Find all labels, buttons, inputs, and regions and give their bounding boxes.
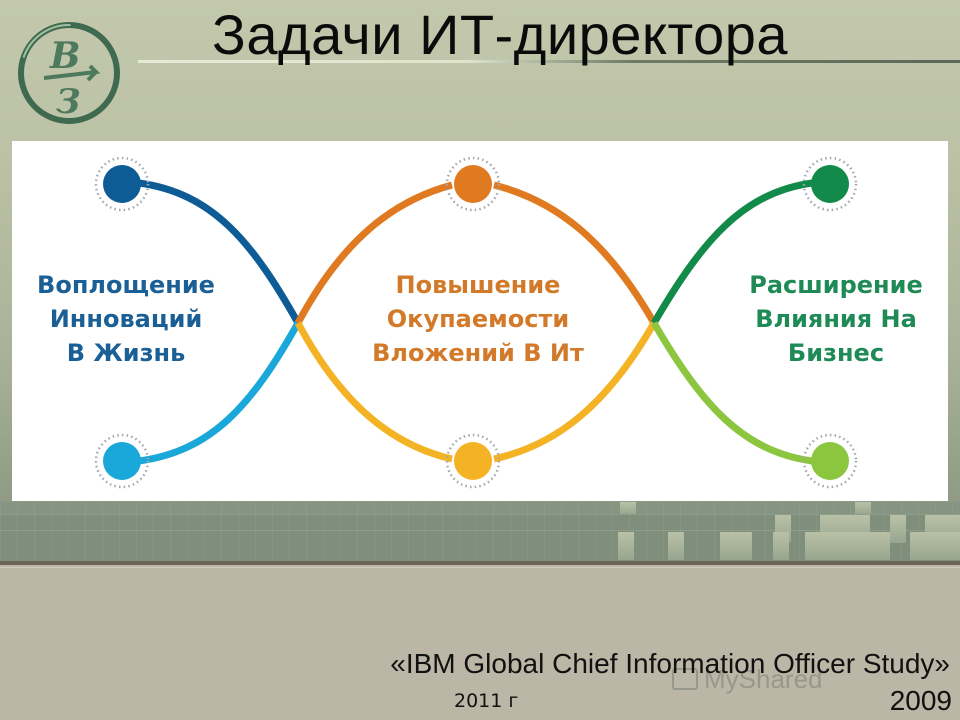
orange-right-top-curve [493, 181, 658, 325]
watermark-text: MyShared [704, 664, 823, 694]
label-line: Бизнес [787, 339, 885, 367]
blue-bottom-curve [138, 321, 302, 465]
watermark: MyShared [672, 664, 823, 695]
label-innovation: Воплощение Инноваций В Жизнь [16, 268, 236, 370]
green-top-curve [650, 179, 813, 325]
green-bottom-curve [650, 321, 813, 465]
vz-circle-logo-icon: В З [18, 22, 120, 124]
label-line: Воплощение [37, 271, 215, 299]
label-line: Расширение [749, 271, 923, 299]
footer-divider-highlight [0, 567, 960, 568]
orange-left-top-curve [294, 181, 453, 325]
node-green-bottom-icon [802, 433, 858, 489]
label-line: Инноваций [49, 305, 203, 333]
label-business-impact: Расширение Влияния На Бизнес [724, 268, 948, 370]
decorative-mosaic-strip [0, 502, 960, 562]
node-orange-bottom-icon [445, 433, 501, 489]
blue-top-curve [138, 179, 302, 325]
node-blue-bottom-icon [94, 433, 150, 489]
label-line: Окупаемости [386, 305, 570, 333]
orange-right-bottom-curve [493, 321, 658, 463]
wave-diagram [94, 156, 858, 489]
slide-title: Задачи ИТ-директора [212, 3, 789, 66]
label-line: Вложений В Ит [372, 339, 584, 367]
year-label-right: 2009 [889, 685, 952, 716]
presentation-icon [672, 668, 698, 690]
footer-divider [0, 561, 960, 565]
title-underline [138, 60, 960, 63]
label-line: В Жизнь [66, 339, 186, 367]
source-citation: «IBM Global Chief Information Officer St… [390, 648, 950, 679]
year-label-left: 2011 г [454, 690, 519, 712]
footer-background [0, 565, 960, 720]
svg-text:З: З [56, 82, 81, 122]
diagram-panel: Воплощение Инноваций В Жизнь Повышение О… [12, 141, 948, 501]
label-it-roi: Повышение Окупаемости Вложений В Ит [347, 268, 609, 370]
node-orange-top-icon [445, 156, 501, 212]
label-line: Влияния На [755, 305, 917, 333]
node-blue-top-icon [94, 156, 150, 212]
svg-text:В: В [49, 35, 80, 77]
label-line: Повышение [395, 271, 561, 299]
orange-left-bottom-curve [294, 321, 453, 463]
node-green-top-icon [802, 156, 858, 212]
